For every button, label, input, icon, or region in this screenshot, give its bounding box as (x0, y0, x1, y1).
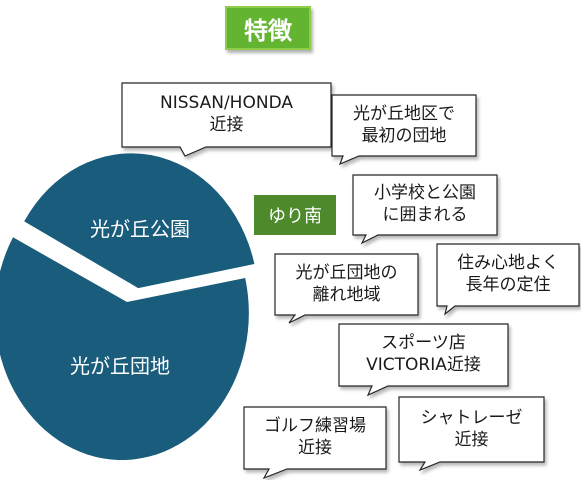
pie-slice-park (24, 153, 255, 289)
callout-first-danchi (331, 94, 477, 166)
callout-victoria (338, 323, 509, 397)
callout-golf (243, 406, 387, 480)
pie-label-danchi: 光が丘団地 (70, 354, 170, 378)
callout-nissan-honda (121, 82, 332, 157)
callout-text-isolated: 光が丘団地の 離れ地域 (295, 262, 398, 305)
callout-chateraise (398, 396, 545, 472)
pie-label-park: 光が丘公園 (90, 217, 190, 241)
callout-text-schools-parks: 小学校と公園 に囲まれる (374, 183, 476, 225)
tag-box: ゆり南 (254, 195, 336, 235)
callout-schools-parks (352, 174, 498, 245)
callout-text-chateraise: シャトレーゼ 近接 (420, 407, 523, 450)
callout-isolated (274, 253, 419, 324)
callout-comfort (436, 243, 580, 316)
callout-text-golf: ゴルフ練習場 近接 (264, 416, 366, 458)
title-text: 特徴 (244, 16, 292, 45)
title-box: 特徴 (225, 6, 311, 50)
pie-slice-danchi (0, 237, 249, 461)
callout-text-first-danchi: 光が丘地区で 最初の団地 (353, 103, 455, 146)
callout-text-victoria: スポーツ店 VICTORIA近接 (366, 333, 481, 375)
callout-text-nissan-honda: NISSAN/HONDA 近接 (159, 93, 293, 135)
callout-text-comfort: 住み心地よく 長年の定住 (457, 253, 559, 295)
tag-text: ゆり南 (268, 206, 322, 227)
